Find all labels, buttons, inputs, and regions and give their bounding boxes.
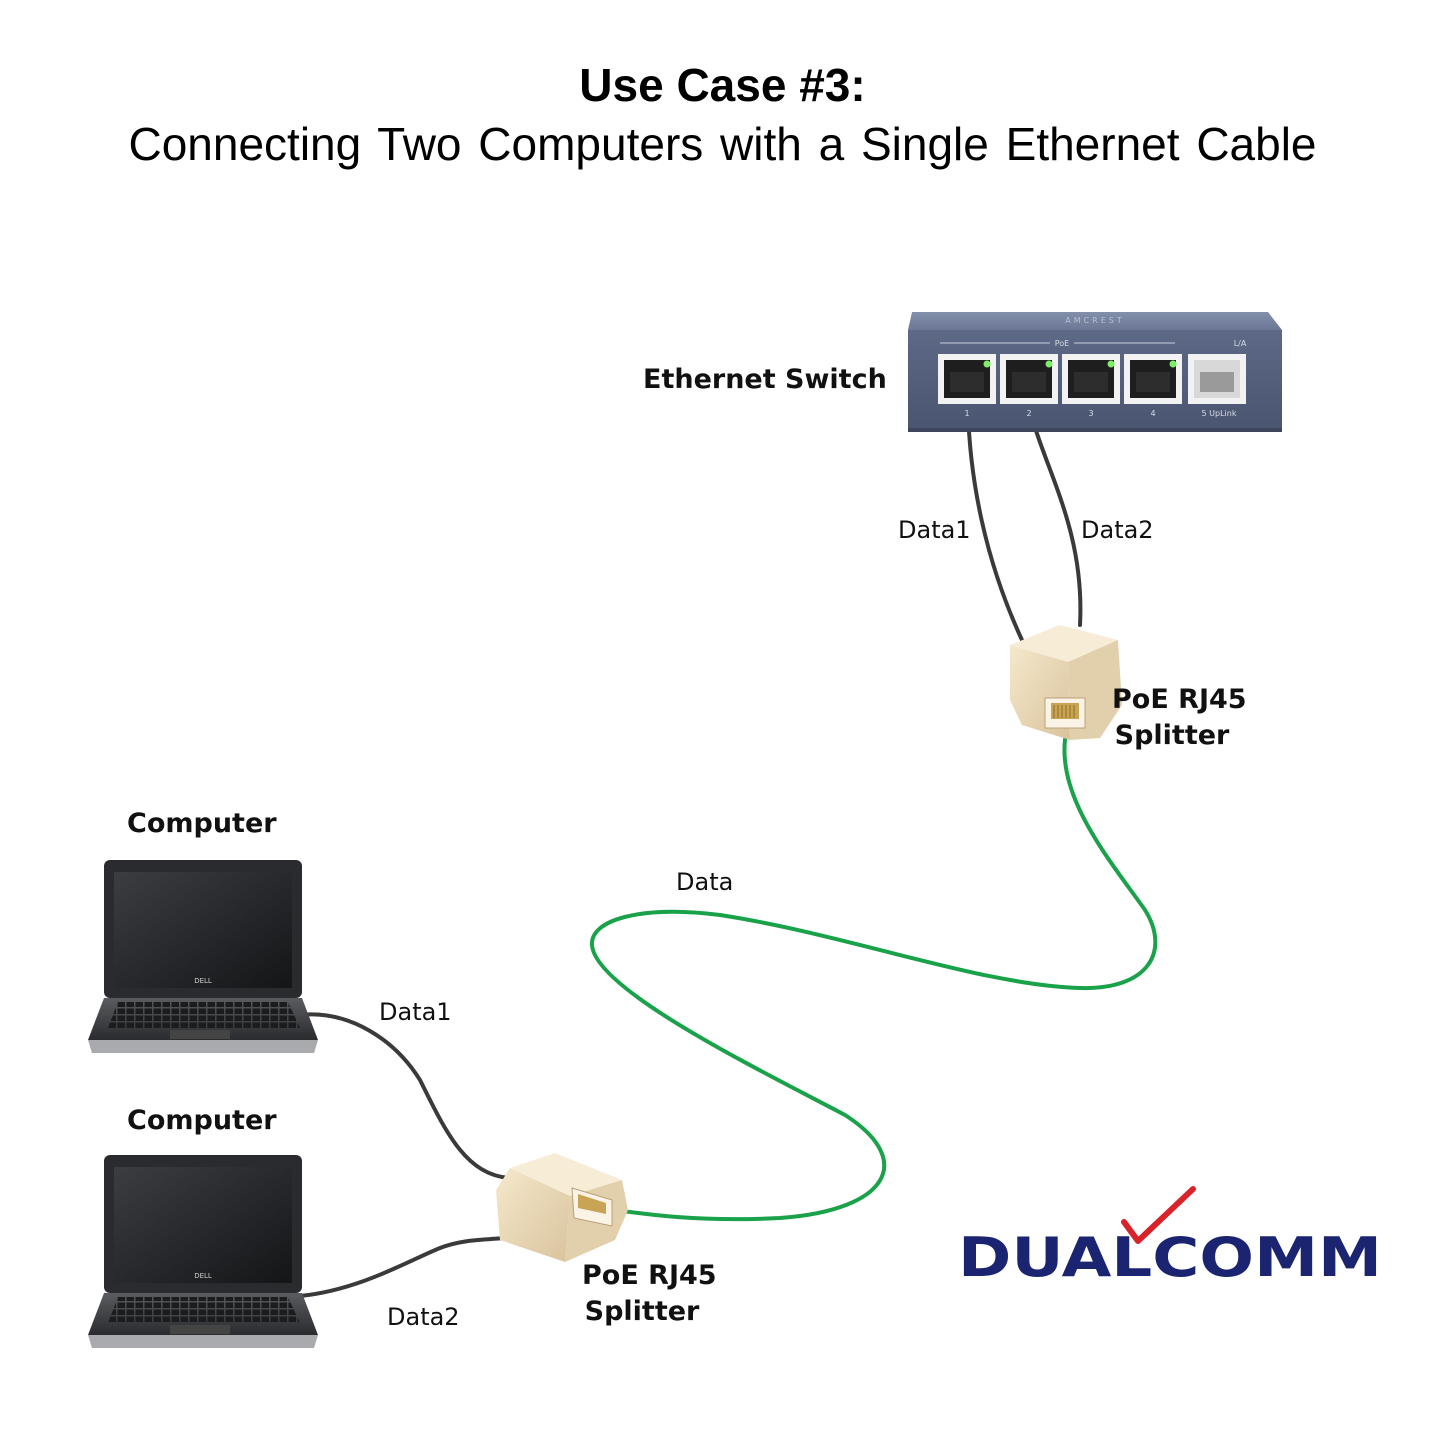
switch-brand: AMCREST (1065, 316, 1125, 325)
switch-port-1 (938, 354, 996, 404)
long-cable-data-label: Data (676, 868, 734, 896)
switch-port-2 (1000, 354, 1058, 404)
dualcomm-logo: DUALCOMM (958, 1186, 1382, 1289)
title-subheading: Connecting Two Computers with a Single E… (128, 118, 1317, 170)
logo-text: DUALCOMM (958, 1226, 1382, 1289)
cable-switch-port1 (966, 408, 1024, 642)
port-number-uplink: 5 UpLink (1202, 409, 1237, 418)
splitter-bottom-label-line2: Splitter (584, 1296, 700, 1327)
ethernet-switch: AMCREST PoE L/A (908, 312, 1282, 432)
pc-cable-data2-label: Data2 (387, 1303, 460, 1331)
splitter-top-label-line2: Splitter (1114, 720, 1230, 751)
splitter-top (1010, 625, 1122, 740)
switch-poe-label: PoE (1055, 339, 1070, 348)
switch-port-4 (1124, 354, 1182, 404)
port-number-4: 4 (1150, 409, 1155, 418)
laptop-1: DELL (88, 860, 318, 1053)
laptop-2-brand: DELL (194, 1272, 212, 1280)
switch-cable-data1-label: Data1 (898, 516, 971, 544)
cable-green-long (590, 710, 1158, 1222)
cable-pc1 (298, 1012, 512, 1180)
switch-cable-data2-label: Data2 (1081, 516, 1154, 544)
title-heading: Use Case #3: (579, 59, 866, 111)
switch-port-3 (1062, 354, 1120, 404)
computer-2-label: Computer (127, 1105, 277, 1136)
check-icon (1121, 1186, 1196, 1244)
switch-label: Ethernet Switch (643, 364, 887, 395)
switch-la-label: L/A (1234, 339, 1247, 348)
switch-port-uplink (1188, 354, 1246, 404)
laptop-2: DELL (88, 1155, 318, 1348)
splitter-bottom (496, 1153, 628, 1262)
laptop-1-brand: DELL (194, 977, 212, 985)
cable-switch-port2 (1028, 408, 1083, 627)
pc-cable-data1-label: Data1 (379, 998, 452, 1026)
splitter-top-label-line1: PoE RJ45 (1112, 684, 1247, 715)
port-number-2: 2 (1026, 409, 1031, 418)
splitter-bottom-label-line1: PoE RJ45 (582, 1260, 717, 1291)
port-number-1: 1 (964, 409, 969, 418)
computer-1-label: Computer (127, 808, 277, 839)
cable-pc2 (298, 1236, 507, 1298)
port-number-3: 3 (1088, 409, 1093, 418)
